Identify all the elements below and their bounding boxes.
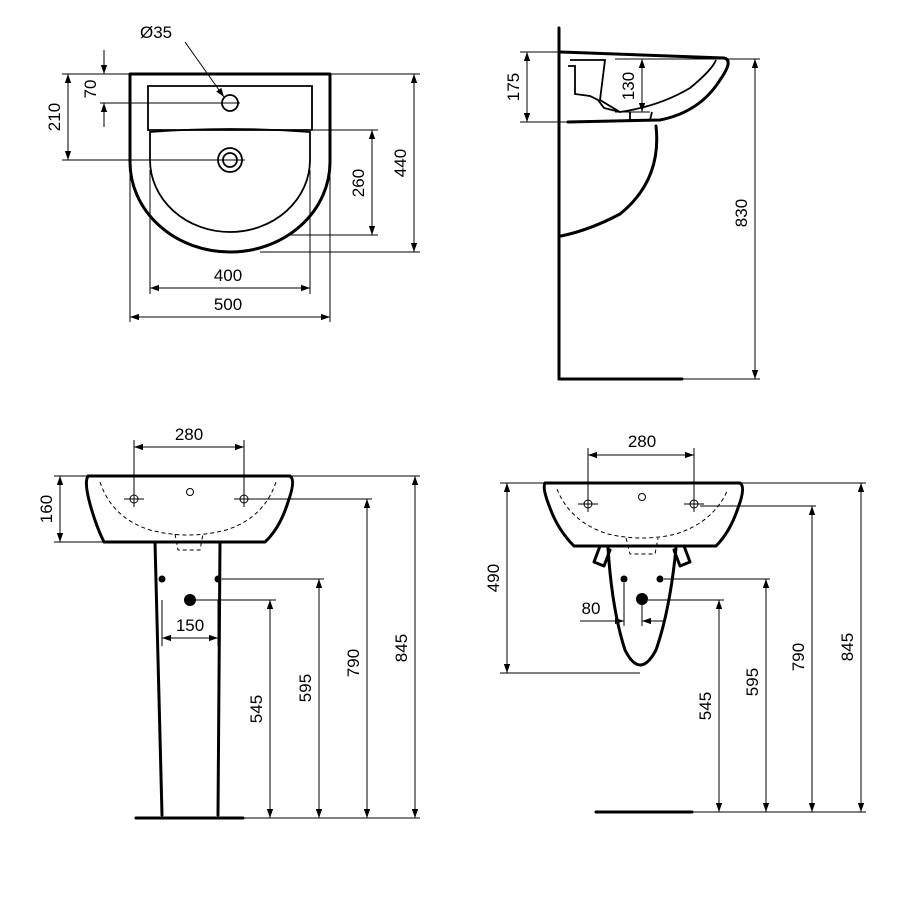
total-width-label: 500 bbox=[214, 295, 242, 314]
bowl-depth-label: 260 bbox=[349, 169, 368, 197]
side-rim-height-label: 830 bbox=[732, 199, 751, 227]
tap-deck bbox=[147, 85, 313, 131]
bowl-width-label: 400 bbox=[214, 266, 242, 285]
basin-side-outline bbox=[559, 50, 730, 124]
semi-supply-height-label: 595 bbox=[743, 668, 762, 696]
ped-basin-height-label: 160 bbox=[37, 495, 56, 523]
pedestal-side bbox=[559, 124, 659, 238]
pedestal-column bbox=[153, 540, 222, 817]
side-bowl-height-label: 130 bbox=[619, 72, 638, 100]
side-view: 175 130 830 bbox=[504, 26, 760, 381]
side-basin-height-label: 175 bbox=[504, 73, 523, 101]
semi-fixing-width-label: 280 bbox=[628, 432, 656, 451]
waste-offset-label: 210 bbox=[45, 103, 64, 131]
pedestal-basin-front bbox=[84, 474, 295, 544]
ped-waste-spacing-label: 150 bbox=[176, 616, 204, 635]
basin-outline-top bbox=[128, 72, 332, 254]
top-view: Ø35 70 210 260 440 400 500 bbox=[45, 23, 420, 322]
ped-fixing-width-label: 280 bbox=[175, 425, 203, 444]
pedestal-front-view: 280 160 150 545 595 790 845 bbox=[37, 425, 420, 820]
ped-fixing-height-label: 790 bbox=[344, 649, 363, 677]
semi-pedestal-front-view: 280 490 80 545 595 790 845 bbox=[484, 432, 866, 814]
ped-supply-height-label: 595 bbox=[296, 674, 315, 702]
bowl-top bbox=[149, 128, 311, 233]
semi-basin-front bbox=[542, 481, 745, 548]
semi-waste-offset-label: 80 bbox=[582, 599, 601, 618]
basin-side-bowl bbox=[570, 59, 717, 113]
hole-diameter-label: Ø35 bbox=[140, 23, 172, 42]
semi-pedestal-height-label: 490 bbox=[484, 564, 503, 592]
total-depth-label: 440 bbox=[391, 149, 410, 177]
semi-fixing-height-label: 790 bbox=[789, 643, 808, 671]
semi-waste-height-label: 545 bbox=[696, 692, 715, 720]
ped-rim-height-label: 845 bbox=[392, 634, 411, 662]
tap-offset-label: 70 bbox=[81, 80, 100, 99]
ped-waste-height-label: 545 bbox=[247, 695, 266, 723]
semi-rim-height-label: 845 bbox=[838, 633, 857, 661]
